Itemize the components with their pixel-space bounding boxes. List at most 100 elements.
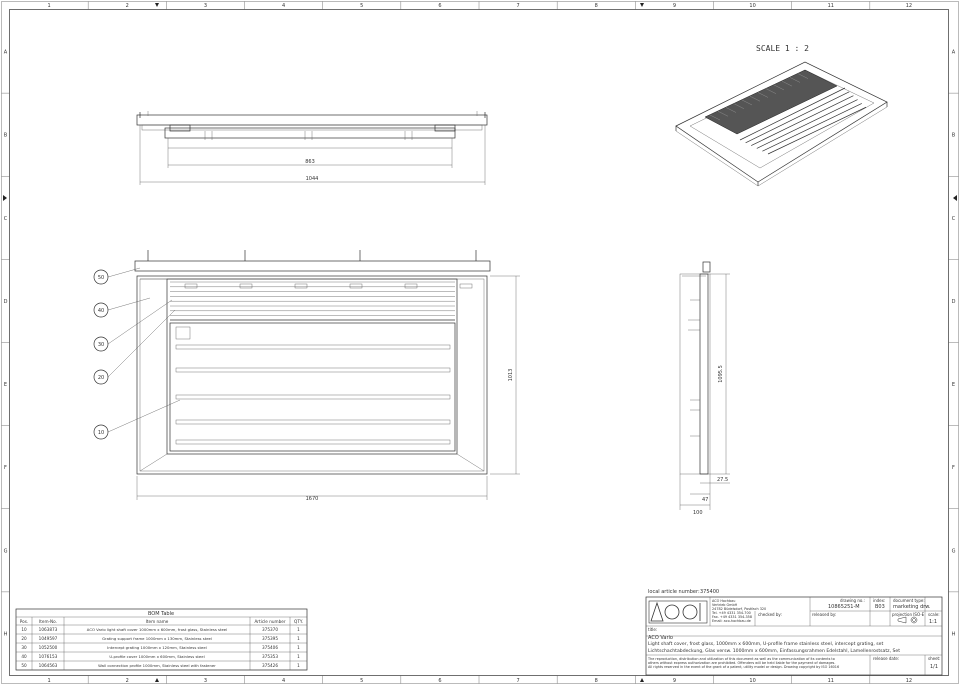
border-row-label: A <box>952 50 956 56</box>
border-column-label: 2 <box>126 3 129 9</box>
position-balloon-label: 20 <box>98 375 104 381</box>
bom-cell: 20 <box>21 636 27 641</box>
scale-field-label: scale: <box>928 612 940 617</box>
legal-line-2: others without express authorization are… <box>648 661 835 665</box>
dim-side-d3: 100 <box>693 510 703 516</box>
bom-cell: Wall connection profile 1000mm, Stainles… <box>98 663 216 668</box>
bom-cell: 1052500 <box>39 645 58 650</box>
border-column-label: 11 <box>828 3 834 9</box>
index-value: B03 <box>875 604 885 610</box>
bom-cell: 1 <box>297 663 300 668</box>
border-column-label: 5 <box>360 678 363 684</box>
company-address-line: 24782 Büdelsdorf, Postfach 320 <box>712 607 766 611</box>
border-row-label: B <box>952 133 956 139</box>
border-column-label: 9 <box>673 678 676 684</box>
border-row-label: C <box>952 216 956 222</box>
border-column-label: 5 <box>360 3 363 9</box>
border-column-label: 1 <box>47 3 50 9</box>
border-column-label: 3 <box>204 3 207 9</box>
local-article-label: local article number: <box>648 589 700 595</box>
border-column-label: 1 <box>47 678 50 684</box>
position-balloon-label: 40 <box>98 308 104 314</box>
border-column-label: 8 <box>595 3 598 9</box>
border-column-label: 2 <box>126 678 129 684</box>
checked-by-label: checked by: <box>758 612 782 617</box>
border-row-label: E <box>4 382 7 388</box>
bom-cell: 10 <box>21 627 27 632</box>
company-address-line: Fax. +49 4331 354-358 <box>712 615 752 619</box>
bom-cell: 375353 <box>262 654 278 659</box>
border-column-label: 3 <box>204 678 207 684</box>
drawing-no-value: 10865251-M <box>828 604 860 610</box>
drawing-no-label: drawing no.: <box>840 598 865 603</box>
position-balloons: 50 40 30 20 10 <box>93 267 181 440</box>
bom-cell: 1 <box>297 627 300 632</box>
border-column-label: 4 <box>282 3 285 9</box>
company-address-line: ACO Hochbau <box>712 599 735 603</box>
border-column-label: 11 <box>828 678 834 684</box>
title-value: ACO Vario <box>648 635 673 641</box>
bom-cell: 1 <box>297 654 300 659</box>
scale-field-value: 1:1 <box>929 619 937 625</box>
border-column-label: 10 <box>749 3 755 9</box>
dim-top-outer: 1044 <box>306 176 319 182</box>
front-view: 1670 1013 <box>134 250 520 502</box>
title-label: title: <box>648 627 657 632</box>
projection-label: projection ISO-E <box>892 612 925 617</box>
border-row-label: C <box>4 216 8 222</box>
bom-cell: 1076153 <box>39 654 58 659</box>
projection-symbol-icon <box>897 616 918 624</box>
title-block: local article number: 375400 ACO Hochbau… <box>645 589 943 676</box>
dim-side-d1: 27.5 <box>717 477 728 483</box>
company-address-line: Vertrieb GmbH <box>712 603 738 607</box>
border-row-label: G <box>952 548 956 554</box>
border-column-label: 6 <box>438 678 441 684</box>
dim-side-d2: 47 <box>702 497 708 503</box>
bom-header-cell: Item name <box>146 619 169 624</box>
bom-header-cell: Article number <box>254 619 285 624</box>
bom-cell: 50 <box>21 663 27 668</box>
position-balloon-label: 50 <box>98 275 104 281</box>
sheet-label: sheet: <box>928 656 940 661</box>
doc-type-label: document type: <box>893 598 925 603</box>
bom-cell: U-profile cover 1000mm x 600mm, Stainles… <box>109 654 204 659</box>
dim-front-height: 1013 <box>508 369 514 382</box>
border-row-label: E <box>952 382 955 388</box>
side-view: 1095.5 27.5 47 100 <box>679 261 730 516</box>
border-row-label: A <box>4 50 8 56</box>
border-column-label: 6 <box>438 3 441 9</box>
bom-cell: 375395 <box>262 636 278 641</box>
dim-side-height: 1095.5 <box>718 365 724 383</box>
isometric-view <box>675 61 888 187</box>
company-address-line: Tel. +49 4331 354-700 <box>711 611 751 615</box>
position-balloon-label: 30 <box>98 342 104 348</box>
bom-cell: Intercept grating 1000mm x 120mm, Stainl… <box>107 645 206 650</box>
legal-line-3: All rights reserved in the event of the … <box>648 665 839 669</box>
border-column-label: 7 <box>516 678 519 684</box>
bom-cell: 1064563 <box>39 663 58 668</box>
bom-title: BOM Table <box>148 611 174 617</box>
border-row-label: B <box>4 133 8 139</box>
bom-header-cell: Item-No. <box>39 619 57 624</box>
bom-cell: 1 <box>297 645 300 650</box>
release-date-label: release date: <box>873 656 899 661</box>
border-column-label: 8 <box>595 678 598 684</box>
bom-cell: 40 <box>21 654 27 659</box>
bom-cell: 375370 <box>262 627 278 632</box>
border-row-label: D <box>4 299 8 305</box>
position-balloon-label: 10 <box>98 430 104 436</box>
bom-cell: 1049597 <box>39 636 58 641</box>
company-address-line: Email: aco-hochbau.de <box>712 619 751 623</box>
sheet-value: 1/1 <box>930 664 938 670</box>
border-column-label: 9 <box>673 3 676 9</box>
border-row-label: G <box>4 548 8 554</box>
border-column-label: 7 <box>516 3 519 9</box>
legal-line-1: The reproduction, distribution and utili… <box>647 657 835 661</box>
index-label: index: <box>873 598 885 603</box>
border-column-label: 12 <box>906 3 912 9</box>
bom-cell: 375406 <box>262 645 278 650</box>
local-article-value: 375400 <box>700 589 719 595</box>
border-row-label: H <box>952 631 956 637</box>
